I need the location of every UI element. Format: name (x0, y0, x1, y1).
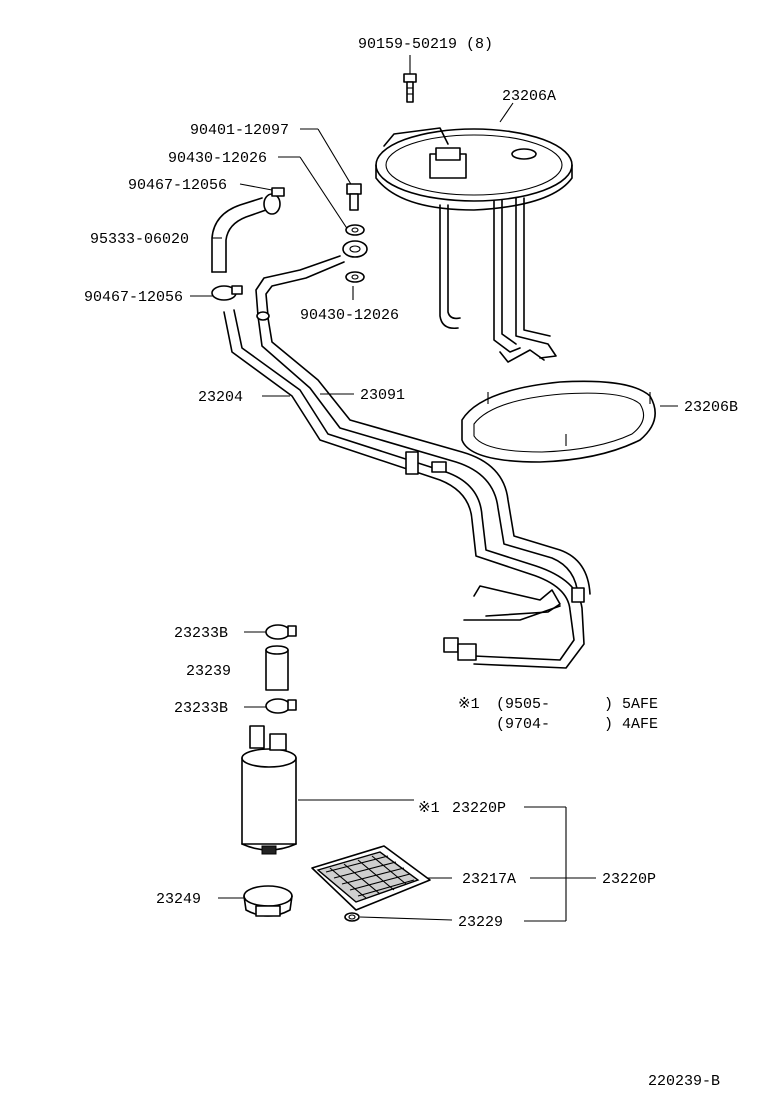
fuel-tube-23204-part (223, 309, 585, 669)
label-gasket-upper: 90430-12026 (168, 150, 267, 167)
label-clip: 23229 (458, 914, 503, 931)
gasket-upper-part (345, 224, 365, 236)
label-pump-plate: 23206A (502, 88, 556, 105)
label-clamp-b2: 23233B (174, 700, 228, 717)
pump-plate-part (375, 127, 573, 363)
union-fitting-part (342, 240, 368, 258)
diagram-id: 220239-B (648, 1073, 720, 1090)
label-clamp-upper: 90467-12056 (128, 177, 227, 194)
union-bolt-part (346, 183, 362, 211)
retainer-part (243, 885, 293, 917)
cushion-part (265, 645, 289, 691)
flange-bolt-part (403, 73, 417, 103)
label-cushion: 23239 (186, 663, 231, 680)
label-gasket-lower: 90430-12026 (300, 307, 399, 324)
label-tube-a: 23204 (198, 389, 243, 406)
tube-bracket-part (405, 451, 585, 621)
label-clamp-lower: 90467-12056 (84, 289, 183, 306)
label-filter: 23217A (462, 871, 516, 888)
label-pump-note-mark: ※1 (418, 800, 440, 817)
clamp-23233b-lower-part (265, 698, 297, 714)
label-pump-gasket: 23206B (684, 399, 738, 416)
filter-part (311, 845, 431, 911)
note-line2-code: (9704- (496, 716, 550, 733)
leader-lines (190, 55, 678, 922)
clamp-lower-part (211, 285, 243, 301)
note-line1-mark: ※1 (458, 696, 480, 713)
clamp-upper-part (263, 187, 285, 215)
note-line1-code: (9505- (496, 696, 550, 713)
label-retainer: 23249 (156, 891, 201, 908)
label-pump-set: 23220P (602, 871, 656, 888)
fuel-pump-part (241, 725, 297, 855)
hose-part (211, 197, 267, 273)
label-tube-b: 23091 (360, 387, 405, 404)
pump-gasket-part (461, 380, 656, 463)
label-hose: 95333-06020 (90, 231, 189, 248)
gasket-lower-part (345, 271, 365, 283)
label-bolt-top: 90159-50219 (8) (358, 36, 493, 53)
clamp-23233b-upper-part (265, 624, 297, 640)
label-union-bolt: 90401-12097 (190, 122, 289, 139)
label-pump: 23220P (452, 800, 506, 817)
fuel-tube-23091-part (255, 255, 591, 597)
note-line1-engine: ) 5AFE (604, 696, 658, 713)
clip-part (344, 912, 360, 922)
label-clamp-b1: 23233B (174, 625, 228, 642)
tube-end-fitting-part (443, 637, 477, 661)
note-line2-engine: ) 4AFE (604, 716, 658, 733)
